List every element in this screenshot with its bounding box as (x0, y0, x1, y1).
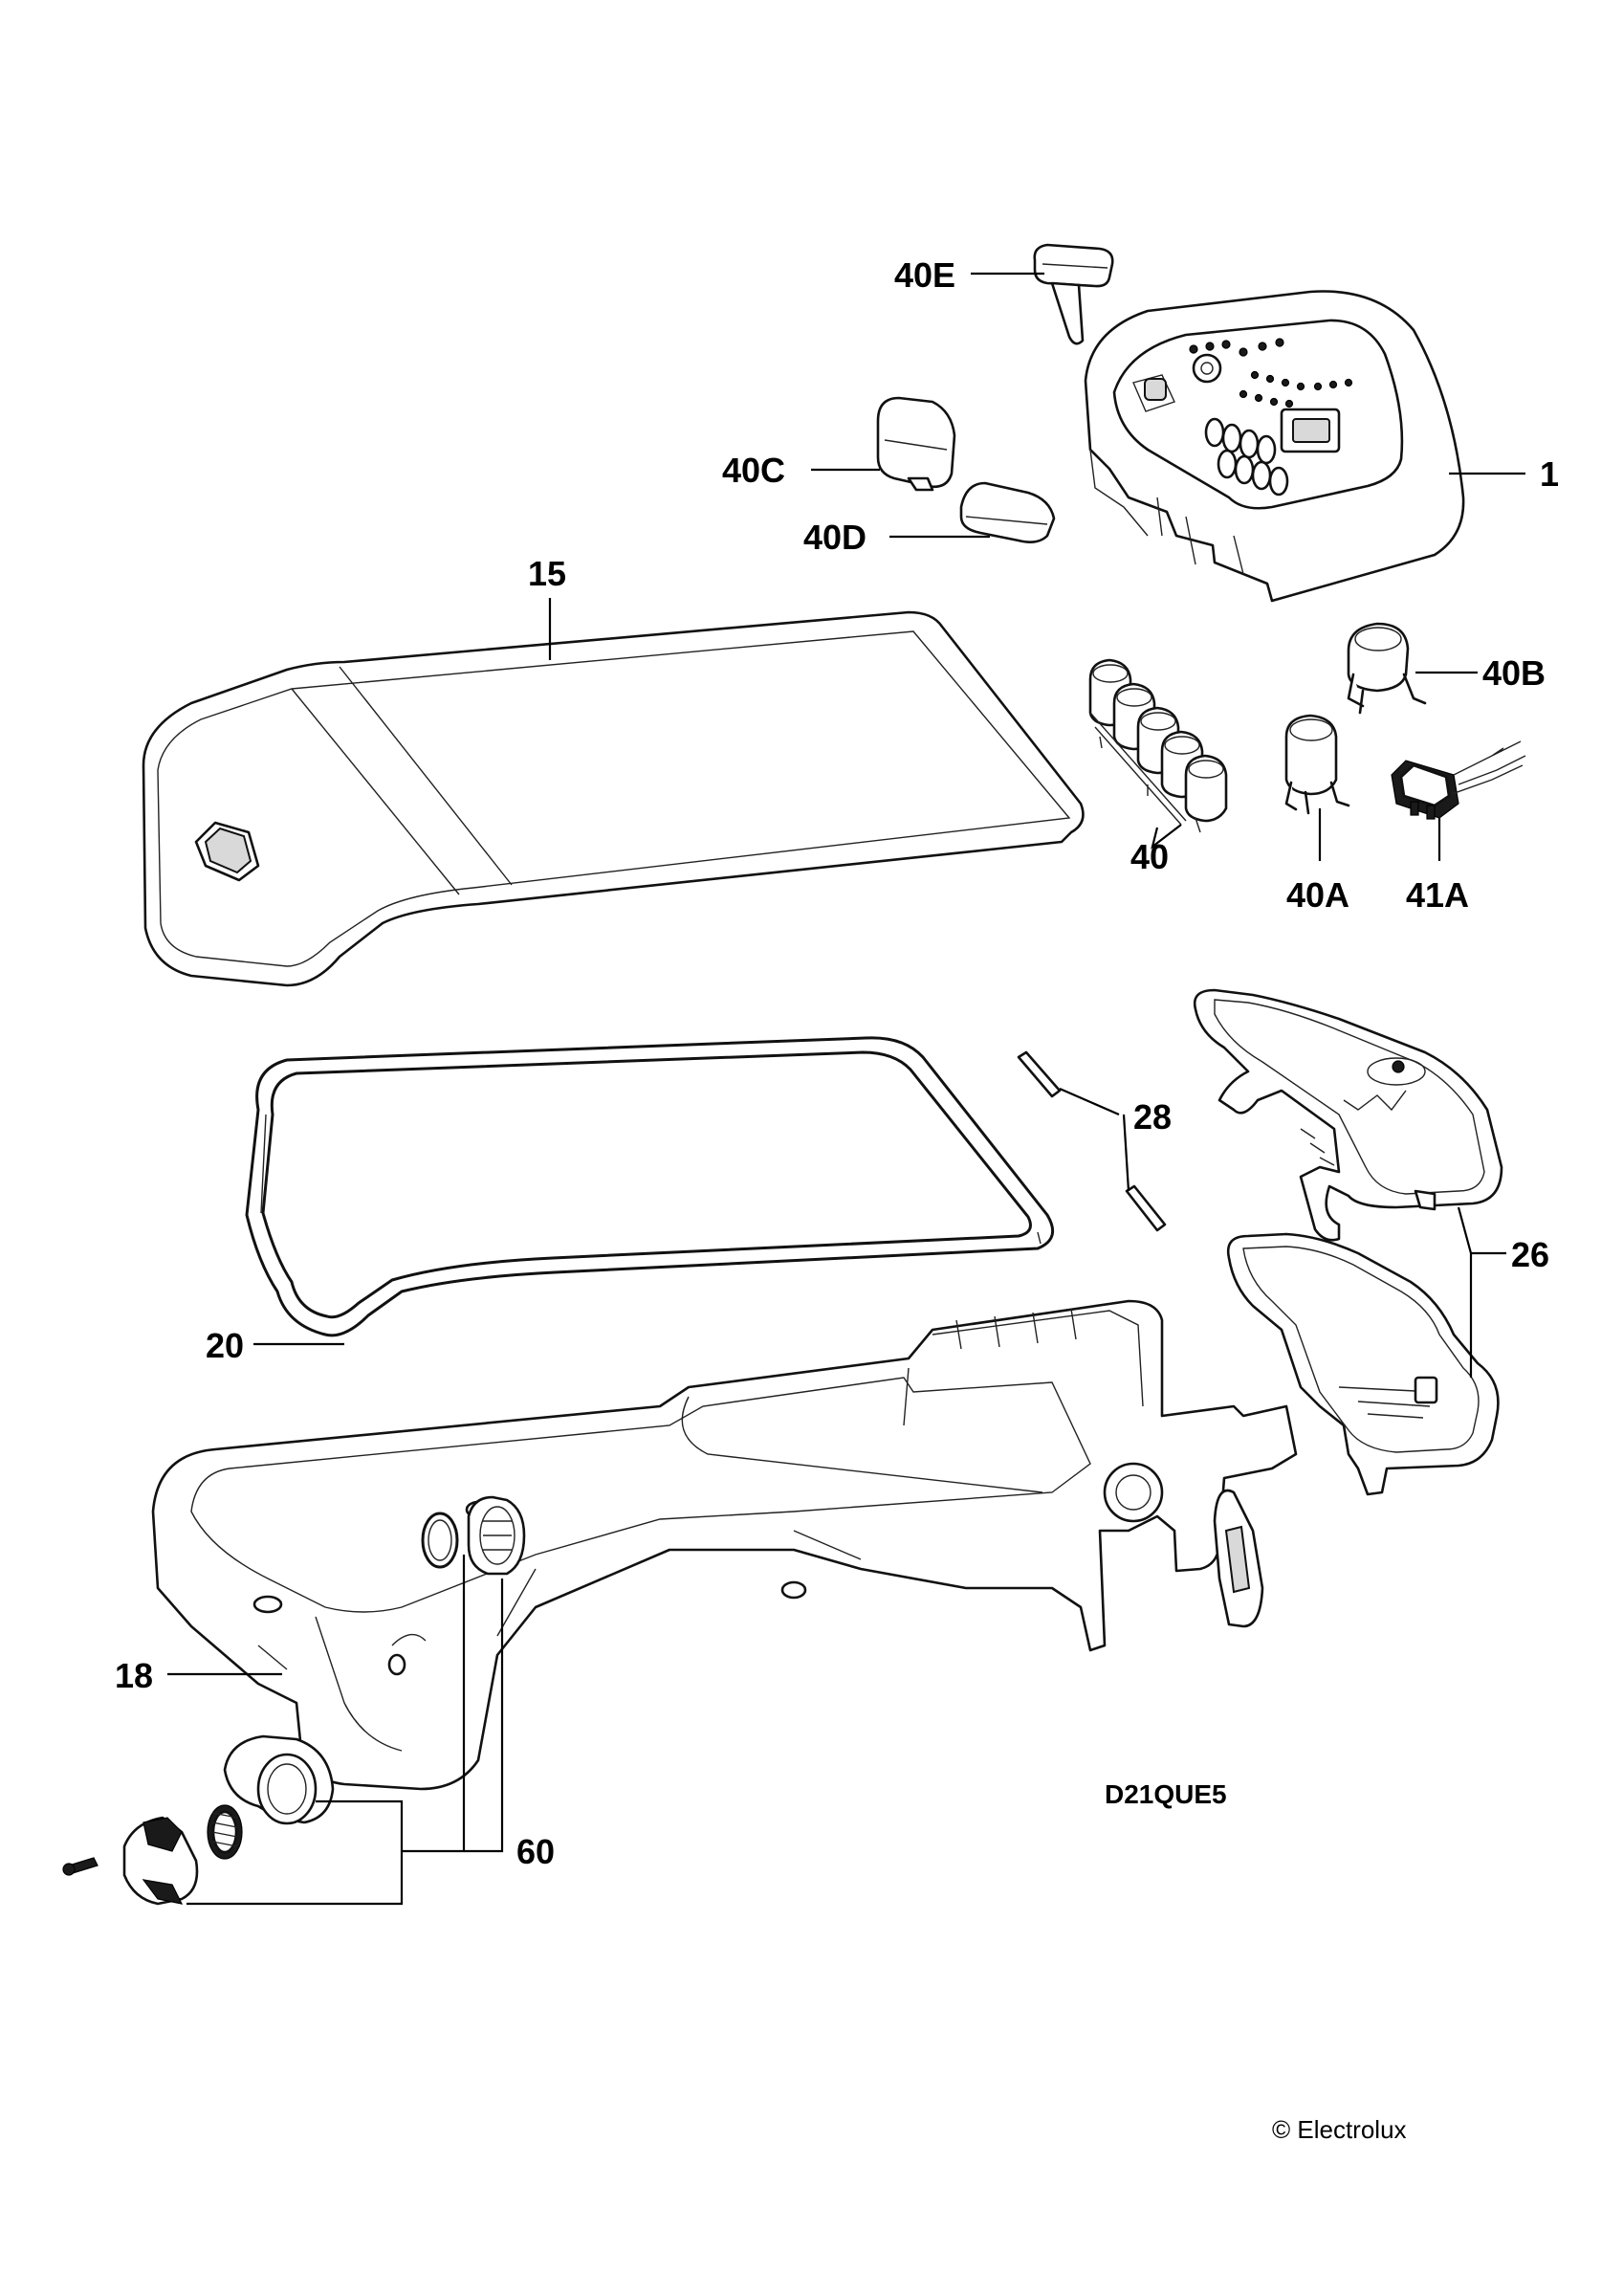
leader-28 (1059, 1087, 1130, 1192)
part-15-top-lid (142, 610, 1085, 987)
part-40d-button (959, 481, 1056, 543)
label-40a: 40A (1286, 875, 1349, 915)
label-40c: 40C (722, 451, 785, 490)
part-20-lid-gasket (245, 1036, 1055, 1337)
label-40: 40 (1130, 837, 1169, 876)
leader-60 (186, 1555, 504, 1906)
copyright-notice: © Electrolux (1272, 2115, 1407, 2144)
label-15: 15 (528, 554, 566, 593)
label-20: 20 (206, 1326, 244, 1365)
label-26: 26 (1511, 1235, 1549, 1274)
label-60: 60 (516, 1832, 555, 1871)
label-40e: 40E (894, 255, 955, 295)
part-40e-knob (1033, 243, 1114, 345)
part-41a-switch (1391, 740, 1526, 820)
part-40-button-set (1088, 658, 1228, 833)
label-1: 1 (1540, 454, 1559, 494)
diagram-code: D21QUE5 (1105, 1779, 1227, 1809)
panel-button-row (1204, 417, 1289, 497)
leader-40 (1151, 824, 1182, 850)
part-28-pins (1017, 1050, 1167, 1232)
part-1-control-panel (1084, 290, 1465, 603)
part-40c-button (876, 396, 956, 492)
part-40a-button (1284, 714, 1350, 815)
spring (207, 1804, 243, 1860)
label-18: 18 (115, 1656, 153, 1695)
part-60-fitting-kit (62, 1495, 526, 1906)
panel-indicator-dots (1189, 338, 1353, 408)
label-40d: 40D (803, 518, 866, 557)
part-18-top-frame (151, 1299, 1298, 1791)
label-40b: 40B (1482, 653, 1546, 693)
label-41a: 41A (1406, 875, 1469, 915)
leader-26 (1457, 1206, 1506, 1378)
part-26-handle-lower (1226, 1232, 1500, 1496)
label-28: 28 (1133, 1097, 1172, 1137)
part-40b-button (1347, 622, 1427, 715)
part-26-handle-upper (1193, 988, 1503, 1242)
